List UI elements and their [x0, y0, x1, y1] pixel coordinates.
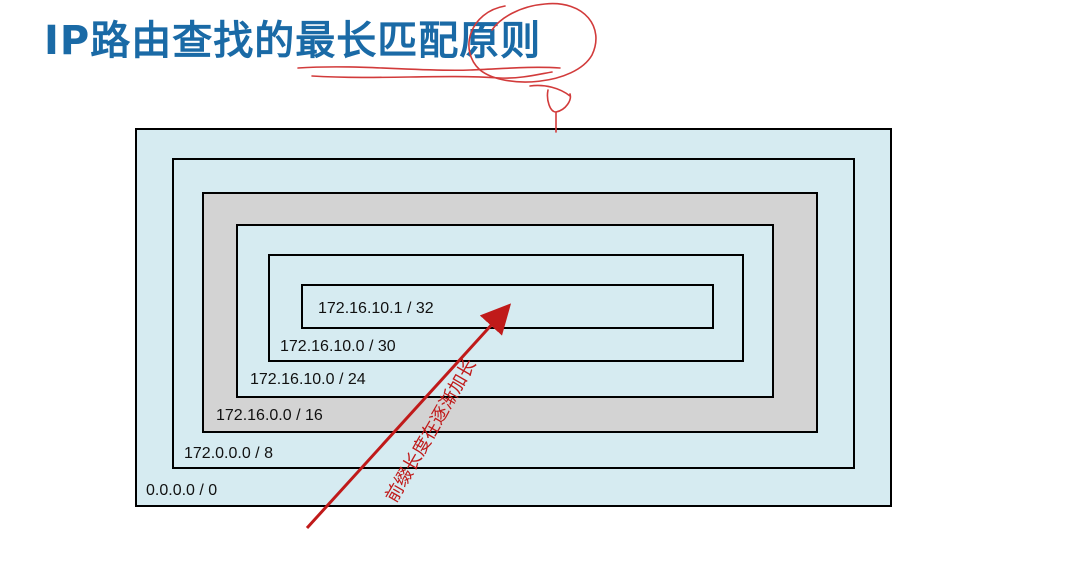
prefix-label-32: 172.16.10.1 / 32	[318, 300, 434, 317]
prefix-label-24: 172.16.10.0 / 24	[250, 371, 366, 388]
handwritten-underline-2	[311, 71, 553, 79]
handwritten-mark	[529, 84, 572, 133]
handwritten-underline-1	[297, 66, 561, 72]
prefix-label-30: 172.16.10.0 / 30	[280, 338, 396, 355]
page-title: IP路由查找的最长匹配原则	[44, 18, 542, 64]
prefix-label-8: 172.0.0.0 / 8	[184, 445, 273, 462]
prefix-label-0: 0.0.0.0 / 0	[146, 482, 218, 499]
prefix-label-16: 172.16.0.0 / 16	[216, 407, 323, 424]
